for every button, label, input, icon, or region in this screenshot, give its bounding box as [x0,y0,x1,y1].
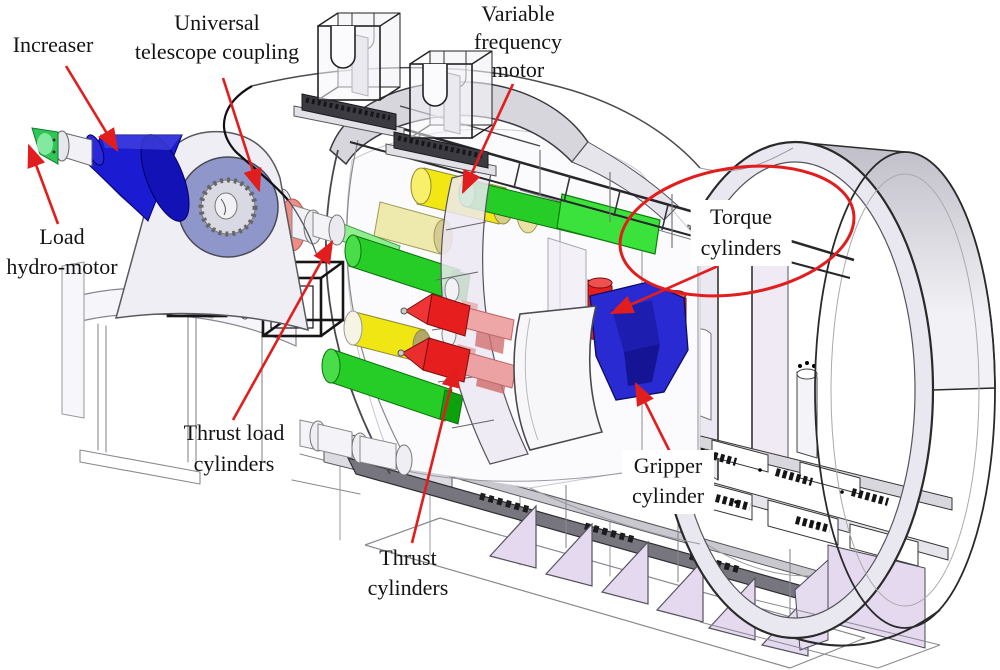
label-line: frequency [474,29,562,54]
label-line: cylinders [193,451,275,476]
label-line: cylinder [631,483,705,508]
label-line: motor [491,57,545,82]
label-line: Load [39,224,85,249]
label-thrust-load-cylinders: Thrust load cylinders [184,417,285,479]
label-variable-frequency-motor: Variable frequency motor [474,0,562,84]
thrust-cylinders-arrow [410,363,461,544]
support-cylinder [796,371,818,459]
cable-curve [222,85,289,201]
label-load-hydro-motor: Load hydro-motor [6,222,117,282]
torque-cylinders-ellipse [618,164,856,298]
thrust-load-cylinders-arrow [231,239,334,421]
label-line: Thrust load [183,420,285,445]
variable-frequency-motor-arrow [461,83,515,195]
label-increaser: Increaser [13,30,94,60]
shield-plate [513,305,604,451]
label-line: Increaser [12,32,94,57]
torque-cylinders-arrow [609,264,719,315]
label-line: Variable [481,1,555,26]
gripper-cylinder-arrow [634,381,672,453]
label-line: Universal [174,10,260,35]
label-line: Torque [710,204,772,229]
label-torque-cylinders: Torque cylinders [690,200,792,266]
increaser-arrow [64,65,119,153]
bracket [294,13,404,138]
label-line: Thrust [379,545,437,570]
label-gripper-cylinder: Gripper cylinder [621,450,715,514]
label-line: cylinders [367,575,449,600]
label-universal-telescope-coupling: Universal telescope coupling [135,8,299,66]
annotations [27,65,856,544]
label-line: hydro-motor [6,254,118,279]
label-line: Gripper [633,453,703,478]
label-thrust-cylinders: Thrust cylinders [368,543,449,603]
load-hydro-motor-arrow [27,143,60,225]
label-line: telescope coupling [134,39,300,64]
label-line: cylinders [700,235,782,260]
thrust-cylinders-red [397,277,517,394]
universal-coupling-arrow [221,77,262,193]
left-flange-arc [325,149,391,475]
